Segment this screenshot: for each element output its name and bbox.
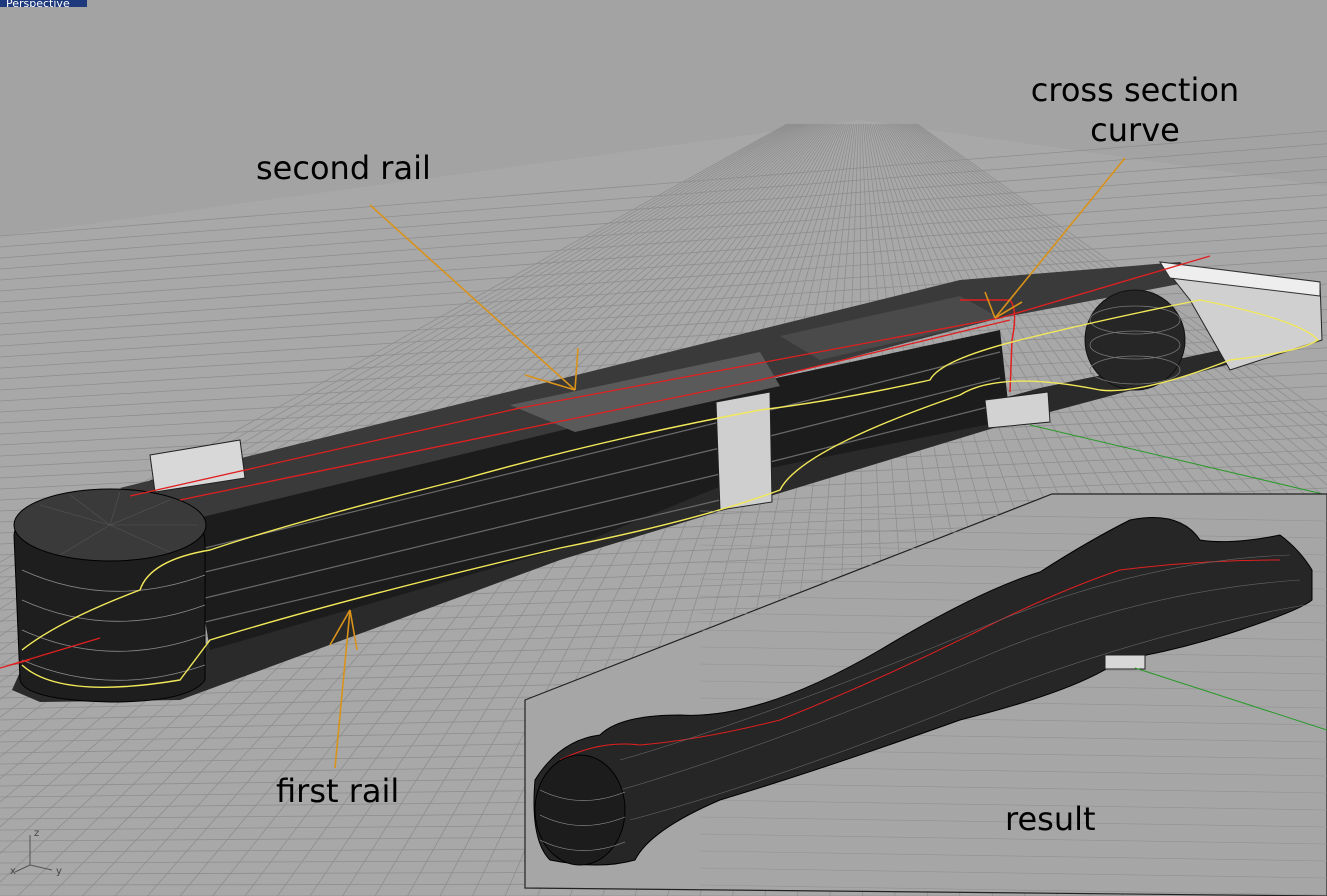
world-axis-lines — [0, 424, 1327, 669]
result-inset[interactable] — [524, 493, 1327, 896]
viewport-title-tab[interactable]: Perspective — [0, 0, 87, 7]
first-rail-curve[interactable] — [21, 299, 1320, 688]
label-cross-section-curve: curve — [1090, 111, 1180, 149]
axis-widget — [14, 835, 53, 873]
axis-x-label: x — [10, 866, 16, 877]
second-rail-curve[interactable] — [0, 255, 1211, 669]
axis-z-label: z — [34, 828, 39, 839]
label-cross-section: cross section — [1030, 71, 1240, 109]
label-result: result — [1005, 800, 1096, 838]
axis-y-label: y — [56, 866, 62, 877]
label-first-rail: first rail — [276, 772, 400, 810]
label-second-rail: second rail — [256, 149, 431, 187]
annotation-leaders — [329, 157, 1126, 769]
